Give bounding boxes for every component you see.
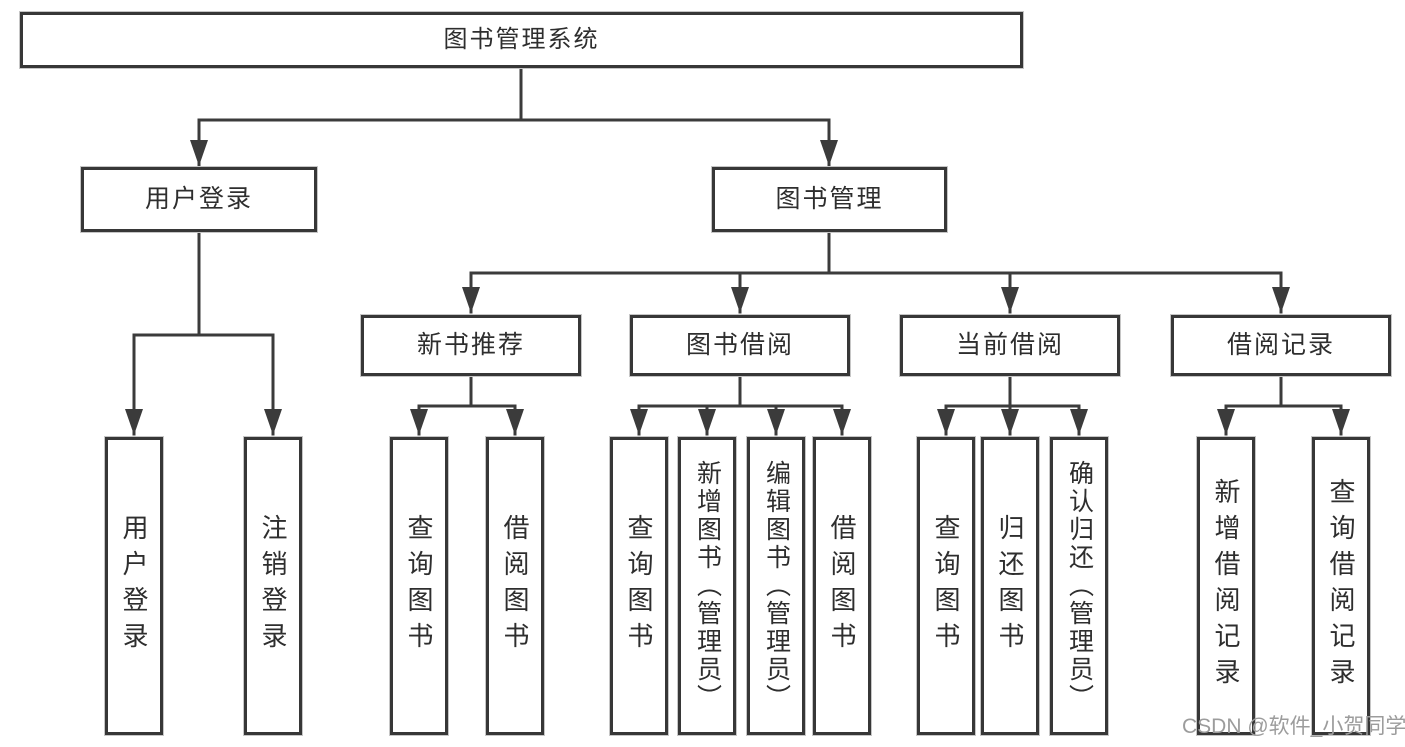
leaf-user-login-label: 用户登录 [119, 514, 149, 658]
node-new-book-recommend-label: 新书推荐 [416, 331, 525, 359]
csdn-watermark: CSDN @软件_小贺同学 [1182, 715, 1405, 738]
wire-newbook-to-leaves [417, 374, 517, 408]
leaf-bb-borrow-books-label: 借阅图书 [827, 514, 857, 658]
leaf-bb-query-books-label: 查询图书 [624, 514, 654, 658]
leaf-logout-label: 注销登录 [258, 514, 288, 658]
leaf-cb-return-books: 归还图书 [981, 437, 1039, 735]
leaf-bb-borrow-books: 借阅图书 [813, 437, 871, 735]
node-user-login-label: 用户登录 [144, 185, 253, 213]
leaf-cb-confirm-return-admin-label: 确认归还（管理员） [1065, 460, 1094, 712]
leaf-nb-query-books-label: 查询图书 [404, 514, 434, 658]
leaf-bb-add-books-admin: 新增图书（管理员） [678, 437, 736, 735]
leaf-rec-query-record-label: 查询借阅记录 [1326, 478, 1356, 694]
leaf-cb-return-books-label: 归还图书 [995, 514, 1025, 658]
node-book-management: 图书管理 [712, 167, 947, 232]
node-root: 图书管理系统 [20, 12, 1023, 68]
leaf-rec-add-record: 新增借阅记录 [1197, 437, 1255, 735]
wire-borrow-to-leaves [637, 374, 844, 408]
node-borrow-records-label: 借阅记录 [1226, 331, 1335, 359]
leaf-bb-query-books: 查询图书 [610, 437, 668, 735]
node-current-borrow: 当前借阅 [900, 315, 1120, 376]
wire-bookmgmt-to-level3 [469, 230, 1283, 275]
leaf-user-login: 用户登录 [105, 437, 163, 735]
leaf-rec-query-record: 查询借阅记录 [1312, 437, 1370, 735]
node-current-borrow-label: 当前借阅 [955, 331, 1064, 359]
leaf-bb-edit-books-admin: 编辑图书（管理员） [747, 437, 805, 735]
leaf-rec-add-record-label: 新增借阅记录 [1211, 478, 1241, 694]
leaf-bb-add-books-admin-label: 新增图书（管理员） [693, 460, 722, 712]
node-borrow-records: 借阅记录 [1171, 315, 1391, 376]
leaf-nb-query-books: 查询图书 [390, 437, 448, 735]
node-root-label: 图书管理系统 [443, 26, 600, 53]
node-book-borrow: 图书借阅 [630, 315, 850, 376]
leaf-bb-edit-books-admin-label: 编辑图书（管理员） [762, 460, 791, 712]
leaf-logout: 注销登录 [244, 437, 302, 735]
wire-root-to-level2 [197, 66, 831, 122]
leaf-nb-borrow-books: 借阅图书 [486, 437, 544, 735]
leaf-cb-query-books-label: 查询图书 [931, 514, 961, 658]
wire-current-to-leaves [944, 374, 1081, 408]
leaf-cb-confirm-return-admin: 确认归还（管理员） [1050, 437, 1108, 735]
node-user-login: 用户登录 [81, 167, 317, 232]
node-book-borrow-label: 图书借阅 [685, 331, 794, 359]
node-book-management-label: 图书管理 [775, 185, 884, 213]
wire-records-to-leaves [1224, 374, 1343, 408]
leaf-nb-borrow-books-label: 借阅图书 [500, 514, 530, 658]
node-new-book-recommend: 新书推荐 [361, 315, 581, 376]
wire-userlogin-to-leaves [132, 230, 275, 337]
leaf-cb-query-books: 查询图书 [917, 437, 975, 735]
